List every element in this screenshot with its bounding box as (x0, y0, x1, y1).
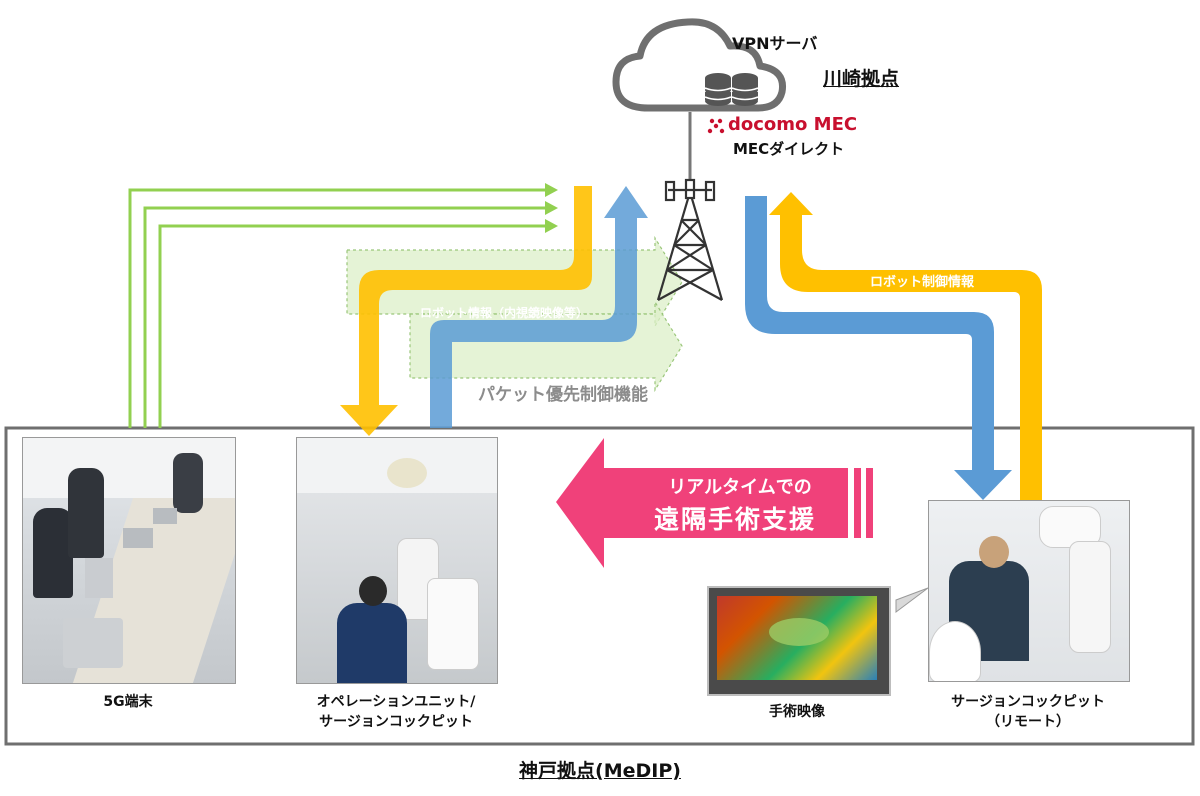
packet-priority-label: パケット優先制御機能 (478, 385, 648, 405)
orange-arrow-left (340, 186, 592, 436)
mec-direct-label: MECダイレクト (733, 140, 845, 158)
kobe-site-frame (4, 426, 1195, 746)
realtime-support-arrow (556, 438, 873, 568)
caption-remote-cockpit-line2: （リモート） (986, 714, 1070, 730)
docomo-mec-logo-mark (707, 118, 725, 134)
robot-info-label: ロボット情報（内視鏡映像等） (420, 306, 589, 320)
green-arrowheads (545, 183, 558, 233)
caption-operation-unit-line1: オペレーションユニット/ (316, 694, 476, 710)
kawasaki-site-label: 川崎拠点 (823, 68, 900, 90)
blue-arrow-left (430, 186, 648, 428)
banner-line2: 遠隔手術支援 (653, 505, 816, 534)
caption-operation-unit: オペレーションユニット/ サージョンコックピット (296, 692, 496, 732)
docomo-mec-logo: docomo MEC (728, 114, 858, 135)
video-callout-pointer (895, 587, 929, 613)
photo-5g-terminals (22, 437, 236, 684)
vpn-server-label: VPNサーバ (732, 34, 818, 53)
blue-arrow-right (745, 196, 1012, 500)
photo-remote-cockpit (928, 500, 1130, 682)
photo-surgical-video (707, 586, 891, 696)
caption-remote-cockpit: サージョンコックピット （リモート） (928, 692, 1128, 732)
green-5g-lines (128, 188, 545, 428)
caption-5g-terminal: 5G端末 (103, 694, 153, 710)
robot-control-label: ロボット制御情報 (870, 275, 975, 290)
kobe-site-label: 神戸拠点(MeDIP) (519, 760, 681, 782)
caption-remote-cockpit-line1: サージョンコックピット (951, 694, 1105, 710)
caption-surgical-video: 手術映像 (769, 704, 825, 720)
banner-line1: リアルタイムでの (668, 477, 812, 498)
caption-operation-unit-line2: サージョンコックピット (319, 714, 473, 730)
orange-arrow-right (769, 192, 1042, 500)
antenna-tower-icon (656, 178, 724, 301)
photo-operation-unit (296, 437, 498, 684)
